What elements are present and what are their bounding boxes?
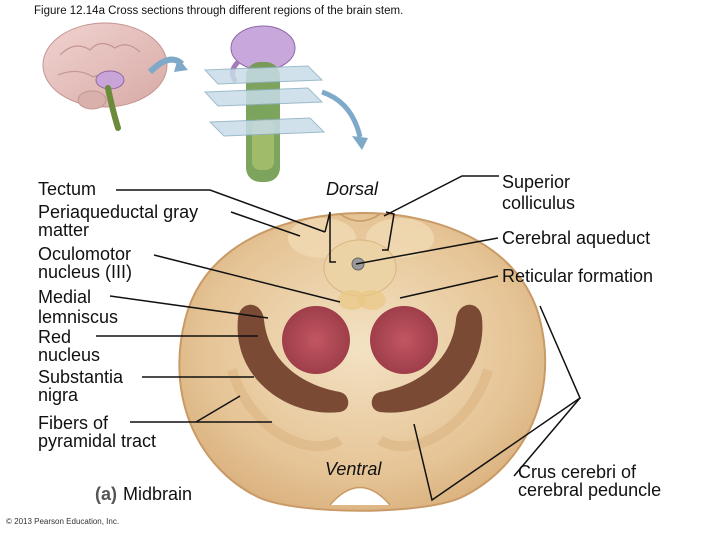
label-periaqueductal-line1: Periaqueductal gray: [38, 202, 199, 222]
brainstem-with-planes: [203, 25, 326, 182]
label-substantia-line2: nigra: [38, 385, 79, 405]
substantia-nigra-right: [371, 304, 483, 413]
label-superior-line1: Superior: [502, 172, 571, 192]
label-medial-line2: lemniscus: [38, 307, 119, 327]
label-tectum: Tectum: [38, 179, 97, 199]
panel-caption: (a) Midbrain: [95, 484, 192, 505]
label-periaqueductal-line2: matter: [38, 220, 90, 240]
label-dorsal: Dorsal: [326, 179, 379, 199]
brain-thumbnail: [42, 22, 168, 131]
leader-lines: [96, 175, 581, 502]
label-fibers-line2: pyramidal tract: [38, 431, 157, 451]
panel-name: Midbrain: [123, 484, 193, 504]
arrow-down-icon: [321, 89, 363, 138]
label-red-line2: nucleus: [38, 345, 101, 365]
midbrain-cross-section: [178, 211, 547, 512]
label-red-line1: Red: [38, 327, 72, 347]
label-crus-line2: cerebral peduncle: [518, 480, 662, 500]
red-nucleus-left: [282, 306, 350, 374]
label-cerebral-aqueduct: Cerebral aqueduct: [502, 228, 651, 248]
label-medial-line1: Medial: [38, 287, 92, 307]
label-oculomotor-line2: nucleus (III): [38, 262, 133, 282]
figure-title: Figure 12.14a Cross sections through dif…: [34, 5, 404, 17]
substantia-nigra-left: [237, 304, 349, 413]
label-reticular-formation: Reticular formation: [502, 266, 654, 286]
label-crus-line1: Crus cerebri of: [518, 462, 637, 482]
panel-letter: (a): [95, 484, 117, 504]
label-ventral: Ventral: [325, 459, 382, 479]
label-fibers-line1: Fibers of: [38, 413, 109, 433]
label-superior-line2: colliculus: [502, 193, 576, 213]
label-substantia-line1: Substantia: [38, 367, 124, 387]
label-oculomotor-line1: Oculomotor: [38, 244, 132, 264]
copyright-notice: © 2013 Pearson Education, Inc.: [6, 517, 120, 526]
red-nucleus-right: [370, 306, 438, 374]
